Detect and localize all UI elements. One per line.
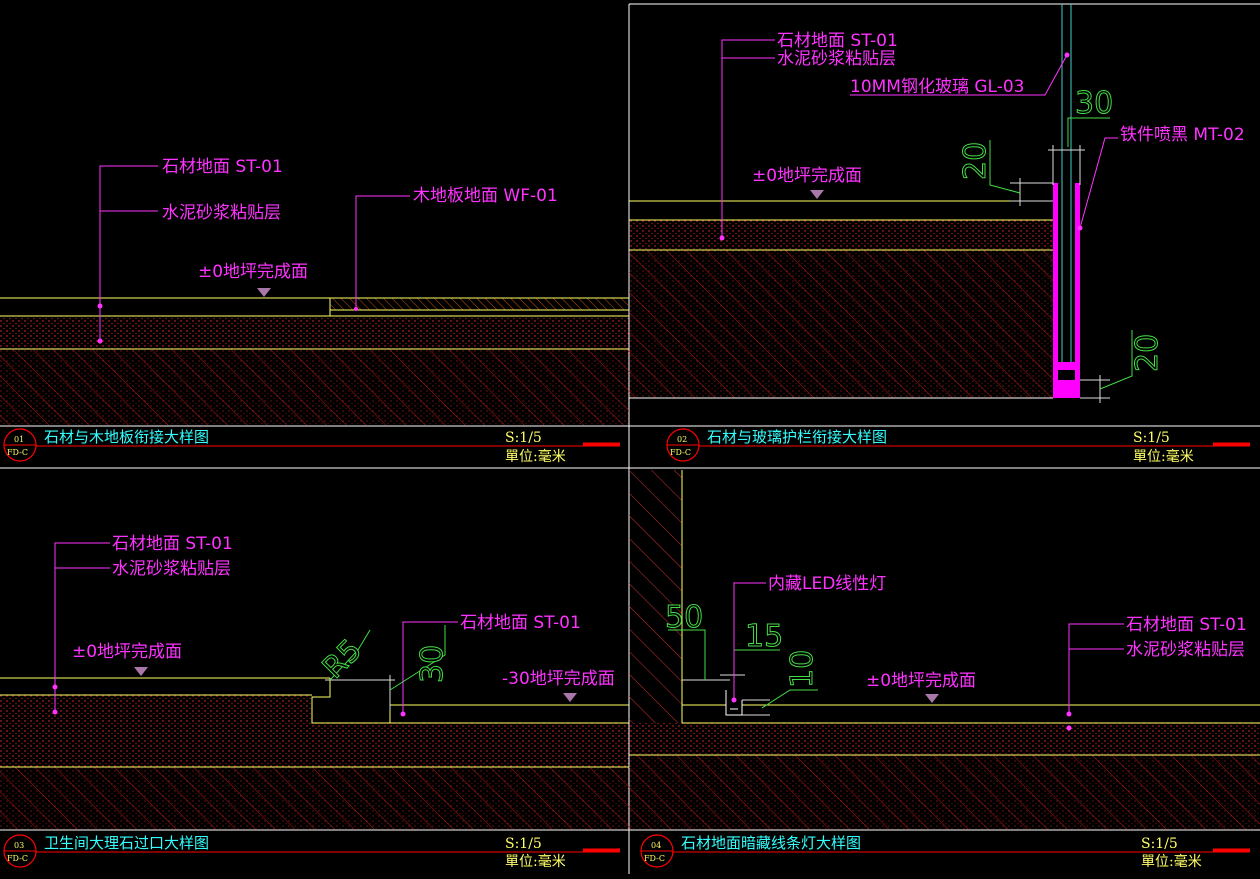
level-label: ±0地坪完成面 xyxy=(752,166,862,186)
panel-01-detail: 石材地面 ST-01 水泥砂浆粘贴层 木地板地面 WF-01 ±0地坪完成面 xyxy=(0,157,629,425)
detail-unit: 單位:毫米 xyxy=(505,853,566,870)
level-label: ±0地坪完成面 xyxy=(72,642,182,662)
callout-stone: 石材地面 ST-01 xyxy=(777,31,898,51)
callout-glass: 10MM钢化玻璃 GL-03 xyxy=(850,77,1024,97)
panel-04-detail: 50 15 10 内藏LED线性灯 石材地面 ST-01 水泥砂浆粘贴层 ±0地… xyxy=(629,470,1260,829)
detail-unit: 單位:毫米 xyxy=(505,448,566,465)
title-block-02: 02 FD-C 石材与玻璃护栏衔接大样图 S:1/5 單位:毫米 xyxy=(666,428,1250,465)
detail-scale: S:1/5 xyxy=(1133,430,1170,446)
detail-title: 石材与玻璃护栏衔接大样图 xyxy=(707,428,887,446)
panel-02-detail: 30 20 20 石材地面 ST-01 水泥砂浆粘贴层 10MM钢化玻璃 GL-… xyxy=(629,4,1245,403)
title-block-04: 04 FD-C 石材地面暗藏线条灯大样图 S:1/5 單位:毫米 xyxy=(640,834,1250,870)
svg-text:FD-C: FD-C xyxy=(7,448,28,457)
dim-15: 15 xyxy=(745,619,783,654)
dim-10: 10 xyxy=(785,650,820,688)
dim-30: 30 xyxy=(415,645,450,683)
detail-unit: 單位:毫米 xyxy=(1141,853,1202,870)
svg-text:01: 01 xyxy=(14,435,24,444)
detail-scale: S:1/5 xyxy=(1141,836,1178,852)
dim-20-bottom: 20 xyxy=(1130,334,1165,372)
mortar-layer xyxy=(0,316,629,349)
callout-stone: 石材地面 ST-01 xyxy=(1126,615,1247,635)
title-block-03: 03 FD-C 卫生间大理石过口大样图 S:1/5 單位:毫米 xyxy=(3,834,620,870)
callout-stone: 石材地面 ST-01 xyxy=(112,534,233,554)
title-block-01: 01 FD-C 石材与木地板衔接大样图 S:1/5 單位:毫米 xyxy=(3,428,620,465)
detail-scale: S:1/5 xyxy=(505,430,542,446)
callout-mortar: 水泥砂浆粘贴层 xyxy=(777,49,896,69)
svg-text:FD-C: FD-C xyxy=(644,854,665,863)
detail-title: 石材地面暗藏线条灯大样图 xyxy=(681,834,861,852)
callout-wood: 木地板地面 WF-01 xyxy=(413,186,558,206)
svg-text:02: 02 xyxy=(677,435,687,444)
detail-title: 石材与木地板衔接大样图 xyxy=(44,428,209,446)
svg-text:FD-C: FD-C xyxy=(670,448,691,457)
callout-stone: 石材地面 ST-01 xyxy=(162,157,283,177)
led-channel xyxy=(725,690,743,716)
callout-mortar: 水泥砂浆粘贴层 xyxy=(162,203,281,223)
callout-led: 内藏LED线性灯 xyxy=(768,574,886,594)
level-label-2: -30地坪完成面 xyxy=(502,669,615,689)
dim-30: 30 xyxy=(1075,86,1113,121)
svg-text:04: 04 xyxy=(651,841,661,850)
wood-floor xyxy=(330,298,629,310)
svg-text:03: 03 xyxy=(14,841,24,850)
callout-stone-2: 石材地面 ST-01 xyxy=(460,613,581,633)
svg-text:FD-C: FD-C xyxy=(7,854,28,863)
callout-iron: 铁件喷黑 MT-02 xyxy=(1120,125,1245,145)
dim-20-top: 20 xyxy=(958,142,993,180)
detail-unit: 單位:毫米 xyxy=(1133,448,1194,465)
level-marker xyxy=(257,288,271,297)
dim-50: 50 xyxy=(665,600,703,635)
wall xyxy=(629,470,682,723)
callout-mortar: 水泥砂浆粘贴层 xyxy=(1126,640,1245,660)
detail-scale: S:1/5 xyxy=(505,836,542,852)
level-label: ±0地坪完成面 xyxy=(866,671,976,691)
callout-mortar: 水泥砂浆粘贴层 xyxy=(112,559,231,579)
iron-channel xyxy=(1053,183,1080,398)
level-label: ±0地坪完成面 xyxy=(198,262,308,282)
detail-title: 卫生间大理石过口大样图 xyxy=(44,834,209,852)
panel-03-detail: R5 30 石材地面 ST-01 水泥砂浆粘贴层 石材地面 ST-01 ±0地坪… xyxy=(0,534,629,829)
glass-panel xyxy=(1061,4,1072,362)
